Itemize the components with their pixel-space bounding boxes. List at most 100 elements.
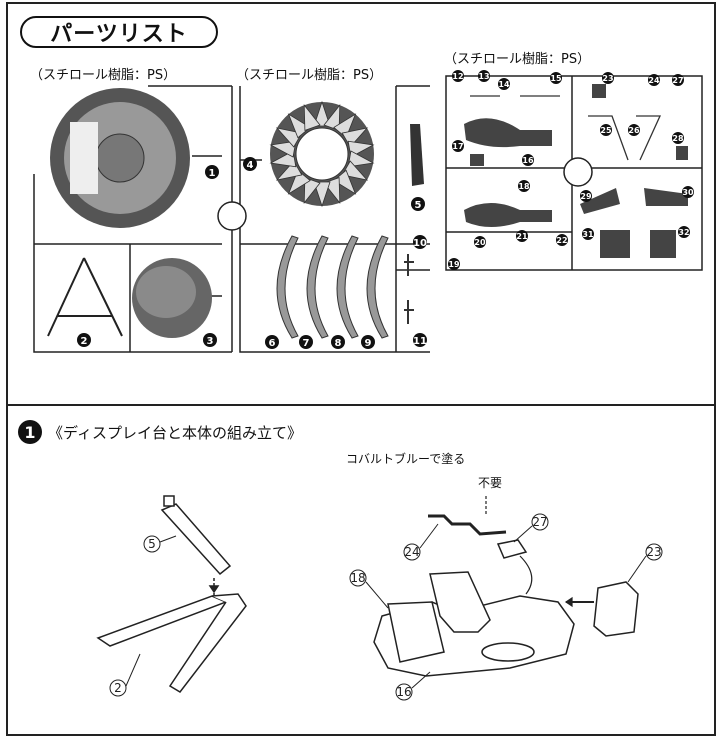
svg-text:26: 26: [628, 126, 640, 135]
part-5-blade: [410, 124, 424, 186]
svg-text:23: 23: [602, 74, 613, 83]
callout-5: 5: [143, 535, 161, 553]
svg-text:27: 27: [532, 515, 547, 529]
step-1-header: 1 《ディスプレイ台と本体の組み立て》: [18, 420, 302, 444]
part-label-5: 5: [411, 197, 425, 211]
part-label-19: 19: [448, 258, 460, 270]
callout-23: 23: [645, 543, 663, 561]
svg-text:18: 18: [350, 571, 365, 585]
svg-text:32: 32: [678, 228, 689, 237]
part-label-2: 2: [77, 333, 91, 347]
svg-text:20: 20: [474, 238, 486, 247]
part-label-7: 7: [299, 335, 313, 349]
svg-text:28: 28: [672, 134, 684, 143]
part-label-12: 12: [452, 70, 464, 82]
part-label-8: 8: [331, 335, 345, 349]
parts-list-drawing: 1 2 3 4 5 6 7 8 9 10 11 12 13 14 15 16 1…: [33, 70, 703, 353]
step-1-title: 《ディスプレイ台と本体の組み立て》: [48, 423, 302, 442]
step-frame: [6, 406, 716, 736]
svg-text:5: 5: [148, 537, 156, 551]
part-label-21: 21: [516, 230, 528, 242]
part-label-32: 32: [678, 226, 690, 238]
paint-note: コバルトブルーで塗る: [346, 452, 466, 466]
part-label-16: 16: [522, 154, 534, 166]
part-3-dome: [132, 258, 212, 338]
svg-text:30: 30: [682, 188, 694, 197]
part-label-27: 27: [672, 74, 684, 86]
part-label-24: 24: [648, 74, 660, 86]
svg-text:23: 23: [646, 545, 661, 559]
part-label-3: 3: [203, 333, 217, 347]
part-label-31: 31: [582, 228, 594, 240]
svg-text:25: 25: [600, 126, 612, 135]
parts-list-frame: [6, 2, 716, 406]
svg-text:22: 22: [556, 236, 567, 245]
svg-text:6: 6: [269, 338, 276, 349]
part-label-26: 26: [628, 124, 640, 136]
svg-text:15: 15: [550, 74, 562, 83]
part-2-stand: [47, 257, 123, 337]
part-1-disk: [50, 88, 190, 228]
part-label-20: 20: [474, 236, 486, 248]
part-label-14: 14: [498, 78, 510, 90]
svg-text:24: 24: [648, 76, 660, 85]
svg-text:24: 24: [404, 545, 419, 559]
part-label-28: 28: [672, 132, 684, 144]
svg-text:31: 31: [582, 230, 594, 239]
svg-text:21: 21: [516, 232, 528, 241]
middle-runner-material: （スチロール樹脂：PS）: [236, 68, 383, 83]
left-runner-material: （スチロール樹脂：PS）: [30, 68, 177, 83]
svg-text:16: 16: [396, 685, 411, 699]
step-number-badge: 1: [18, 420, 42, 444]
part-label-13: 13: [478, 70, 490, 82]
part-label-22: 22: [556, 234, 568, 246]
svg-text:12: 12: [452, 72, 463, 81]
svg-text:3: 3: [207, 336, 214, 347]
parts-10-11: [404, 254, 414, 324]
callout-18: 18: [349, 569, 367, 587]
svg-text:17: 17: [452, 142, 463, 151]
svg-text:27: 27: [672, 76, 683, 85]
step-1-drawing: 5 2 24 27 23 18 16: [96, 495, 663, 701]
part-label-15: 15: [550, 72, 562, 84]
callout-2: 2: [109, 679, 127, 697]
svg-text:10: 10: [413, 238, 427, 249]
right-runner-material: （スチロール樹脂：PS）: [444, 52, 591, 67]
svg-text:9: 9: [365, 338, 372, 349]
svg-text:11: 11: [413, 336, 427, 347]
part-label-6: 6: [265, 335, 279, 349]
parts-6-9-arcs: [276, 235, 389, 339]
svg-text:18: 18: [518, 182, 530, 191]
part-label-1: 1: [205, 165, 219, 179]
callout-24: 24: [403, 543, 421, 561]
part-label-30: 30: [682, 186, 694, 198]
svg-text:13: 13: [478, 72, 489, 81]
svg-text:7: 7: [303, 338, 310, 349]
svg-text:16: 16: [522, 156, 534, 165]
svg-text:2: 2: [81, 336, 88, 347]
part-label-18: 18: [518, 180, 530, 192]
part-label-29: 29: [580, 190, 592, 202]
svg-text:14: 14: [498, 80, 510, 89]
svg-text:29: 29: [580, 192, 592, 201]
unneeded-note: 不要: [478, 476, 503, 490]
svg-text:4: 4: [247, 160, 254, 171]
part-label-23: 23: [602, 72, 614, 84]
callout-16: 16: [395, 683, 413, 701]
parts-list-title: パーツリスト: [20, 16, 218, 48]
part-label-9: 9: [361, 335, 375, 349]
part-label-25: 25: [600, 124, 612, 136]
svg-text:19: 19: [448, 260, 460, 269]
svg-text:5: 5: [415, 200, 422, 211]
svg-text:8: 8: [335, 338, 342, 349]
right-runner-parts: [464, 84, 688, 258]
svg-text:1: 1: [209, 168, 216, 179]
part-label-4: 4: [243, 157, 257, 171]
svg-text:2: 2: [114, 681, 122, 695]
part-label-11: 11: [413, 333, 427, 347]
part-label-17: 17: [452, 140, 464, 152]
part-4-turbine: [269, 100, 375, 208]
callout-27: 27: [531, 513, 549, 531]
part-label-10: 10: [413, 235, 427, 249]
